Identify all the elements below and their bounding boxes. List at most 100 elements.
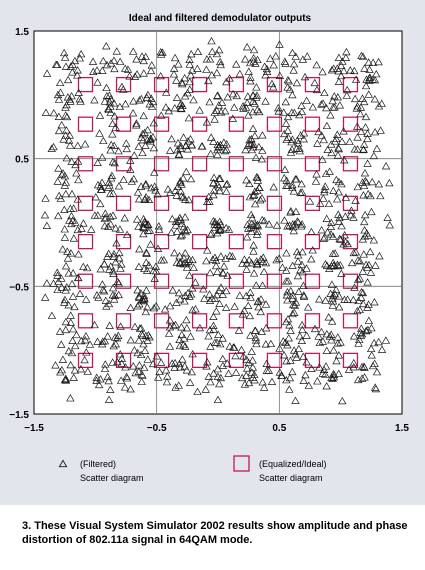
filtered-point [246, 58, 255, 67]
filtered-point [366, 268, 376, 276]
filtered-point [332, 175, 341, 184]
filtered-point [132, 215, 142, 223]
filtered-point [193, 64, 202, 72]
ideal-point [304, 156, 321, 172]
filtered-point [173, 182, 183, 190]
filtered-point [302, 331, 311, 339]
filtered-point [312, 60, 321, 69]
filtered-point [327, 218, 336, 226]
filtered-point [171, 383, 180, 391]
filtered-point [364, 90, 373, 98]
filtered-point [116, 264, 125, 272]
filtered-point [322, 121, 332, 130]
filtered-point [42, 69, 52, 77]
filtered-point [215, 379, 224, 388]
filtered-point [231, 368, 241, 376]
filtered-point [171, 186, 180, 194]
filtered-point [244, 67, 253, 75]
filtered-point [337, 269, 346, 277]
filtered-point [317, 225, 326, 234]
filtered-point [366, 191, 375, 200]
filtered-point [102, 302, 111, 310]
filtered-point [174, 150, 184, 159]
filtered-point [245, 179, 254, 187]
filtered-point [94, 380, 104, 389]
filtered-point [297, 188, 307, 196]
filtered-point [257, 327, 266, 335]
filtered-point [383, 213, 392, 221]
filtered-point [253, 55, 262, 64]
filtered-point [293, 257, 303, 265]
filtered-point [363, 325, 373, 334]
filtered-point [367, 177, 377, 186]
filtered-point [275, 40, 284, 48]
filtered-point [360, 363, 369, 371]
filtered-point [110, 291, 120, 300]
filtered-point [126, 165, 135, 173]
filtered-point [54, 95, 64, 103]
filtered-point [167, 134, 176, 143]
filtered-point [241, 145, 250, 154]
filtered-point [191, 305, 200, 313]
filtered-point [180, 73, 189, 82]
filtered-point [191, 278, 200, 286]
ideal-point [153, 313, 170, 329]
filtered-point [93, 180, 103, 189]
filtered-point [334, 77, 344, 85]
filtered-point [316, 199, 325, 207]
filtered-point [279, 337, 288, 345]
filtered-point [381, 161, 391, 170]
filtered-point [204, 332, 213, 340]
filtered-point [322, 329, 332, 338]
filtered-point [102, 60, 112, 69]
filtered-point [106, 174, 116, 182]
filtered-point [134, 336, 144, 344]
filtered-point [302, 264, 311, 272]
filtered-point [259, 267, 269, 276]
ideal-point [228, 233, 245, 250]
filtered-point [376, 191, 385, 200]
filtered-point [182, 167, 191, 176]
filtered-point [253, 105, 262, 114]
filtered-point [259, 383, 269, 391]
filtered-point [129, 362, 138, 370]
filtered-point [253, 259, 262, 267]
filtered-point [131, 368, 140, 377]
filtered-point [180, 362, 189, 370]
filtered-point [209, 190, 218, 199]
filtered-point [315, 363, 324, 371]
filtered-point [109, 56, 119, 64]
filtered-point [327, 280, 337, 288]
filtered-point [197, 142, 206, 150]
scatter-chart: Ideal and filtered demodulator outputs −… [9, 13, 409, 483]
filtered-point [351, 196, 360, 204]
filtered-point [281, 119, 291, 127]
ideal-point [153, 352, 170, 369]
filtered-point [73, 225, 82, 234]
filtered-point [74, 88, 83, 96]
filtered-point [58, 245, 67, 253]
y-tick-label: −1.5 [9, 410, 29, 421]
filtered-point [367, 207, 376, 216]
filtered-point [108, 358, 117, 366]
filtered-point [228, 89, 238, 98]
filtered-point [360, 169, 370, 177]
filtered-point [60, 298, 69, 306]
filtered-point [223, 179, 232, 188]
filtered-point [72, 330, 81, 339]
filtered-point [239, 352, 248, 360]
filtered-point [110, 158, 119, 167]
filtered-point [146, 66, 156, 75]
filtered-point [165, 301, 175, 310]
filtered-point [153, 244, 163, 252]
filtered-point [242, 364, 252, 372]
filtered-point [171, 320, 180, 329]
filtered-point [359, 145, 368, 153]
filtered-point [57, 170, 67, 178]
filtered-point [289, 66, 298, 74]
filtered-point [206, 342, 215, 350]
filtered-point [77, 224, 86, 232]
filtered-point [243, 220, 252, 229]
filtered-point [299, 134, 308, 143]
filtered-point [97, 185, 106, 193]
